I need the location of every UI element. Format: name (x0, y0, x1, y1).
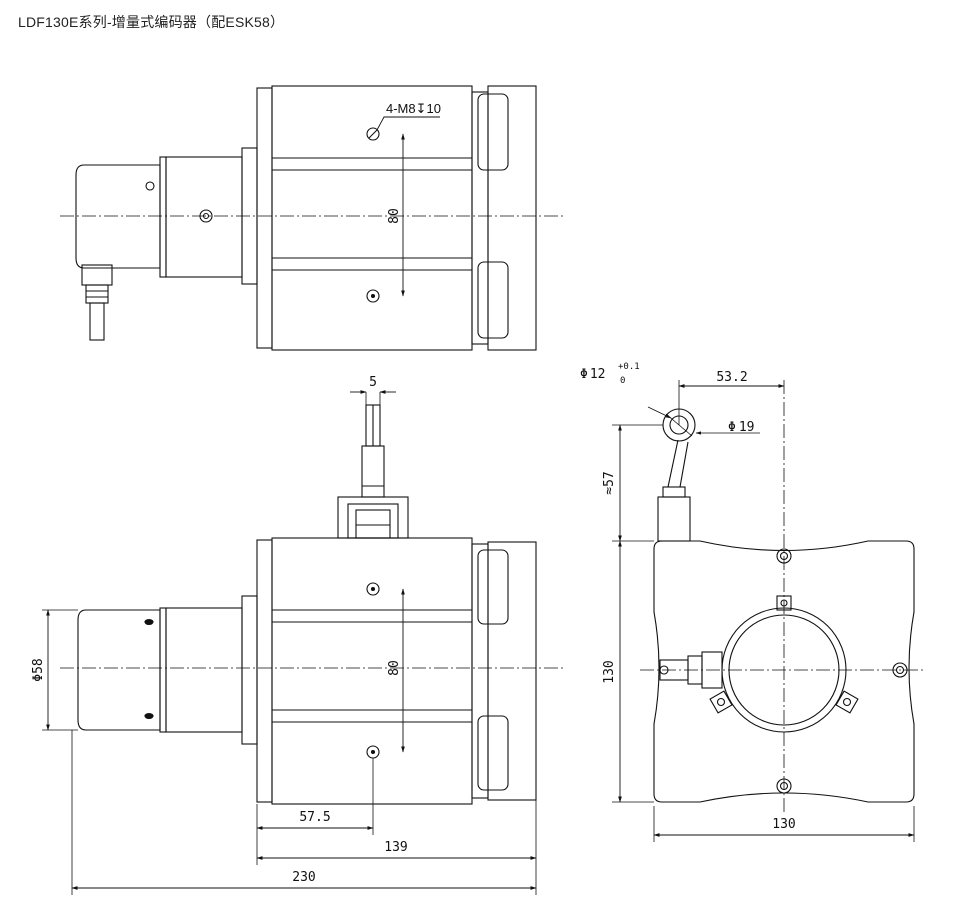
cable-length-dim: ≈57 (602, 471, 617, 494)
front-hole-spacing: 80 (387, 660, 402, 676)
top-hole-spacing: 80 (387, 208, 402, 224)
front-view (42, 390, 565, 895)
drawing-title: LDF130E系列-增量式编码器（配ESK58） (18, 14, 285, 30)
top-view (60, 85, 565, 351)
dim-230: 230 (292, 870, 315, 885)
tolerance-lower: 0 (620, 376, 625, 386)
tolerance-upper: +0.1 (618, 362, 640, 372)
cable-width-dim: 5 (369, 375, 377, 390)
eye-offset-dim: 53.2 (716, 370, 747, 385)
side-view (612, 380, 925, 842)
dim-57-5: 57.5 (299, 810, 330, 825)
thread-label: 4-M8↧10 (386, 101, 441, 116)
encoder-diameter-dim: Φ58 (31, 658, 46, 681)
side-height-dim: 130 (602, 660, 617, 683)
side-width-dim: 130 (772, 817, 795, 832)
dim-139: 139 (384, 840, 407, 855)
